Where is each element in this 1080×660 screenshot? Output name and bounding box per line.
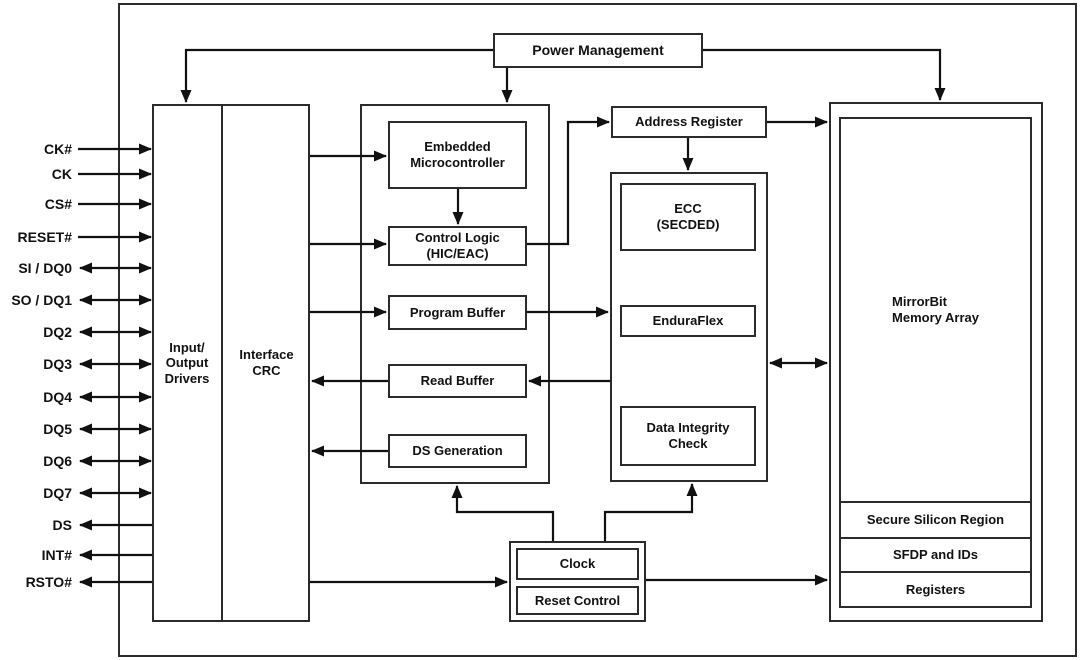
block-registers-label: Registers xyxy=(905,581,966,597)
pin-label-dq6: DQ6 xyxy=(43,453,72,469)
block-io-interface xyxy=(152,104,310,622)
block-interface-crc: Interface CRC xyxy=(223,104,310,622)
block-program-buffer: Program Buffer xyxy=(388,295,527,330)
pin-label-dq3: DQ3 xyxy=(43,356,72,372)
pin-label-int-hash: INT# xyxy=(41,547,72,563)
pin-label-cs-hash: CS# xyxy=(44,196,72,212)
block-address-register: Address Register xyxy=(611,106,767,138)
block-mirrorbit-memory-array-label: MirrorBit Memory Array xyxy=(892,294,979,325)
pin-label-ck: CK xyxy=(51,166,72,182)
block-sfdp-and-ids-label: SFDP and IDs xyxy=(892,547,978,563)
pin-label-reset-hash: RESET# xyxy=(17,229,72,245)
block-mirrorbit-memory-array: MirrorBit Memory Array xyxy=(841,119,1030,503)
block-read-buffer-label: Read Buffer xyxy=(420,373,495,389)
pin-label-dq2: DQ2 xyxy=(43,324,72,340)
block-data-integrity-check-label: Data Integrity Check xyxy=(646,420,730,451)
pin-label-dq7: DQ7 xyxy=(43,485,72,501)
block-interface-crc-label: Interface CRC xyxy=(239,347,294,378)
block-io-drivers: Input/ Output Drivers xyxy=(152,104,222,622)
block-ecc-label: ECC (SECDED) xyxy=(656,201,720,232)
block-ds-generation-label: DS Generation xyxy=(412,443,503,459)
block-control-logic-label: Control Logic (HIC/EAC) xyxy=(415,230,500,261)
block-embedded-microcontroller-label: Embedded Microcontroller xyxy=(410,139,505,170)
pin-label-rsto-hash: RSTO# xyxy=(25,574,72,590)
pin-label-si-dq0: SI / DQ0 xyxy=(18,260,72,276)
pin-label-dq4: DQ4 xyxy=(43,389,72,405)
block-enduraflex: EnduraFlex xyxy=(620,305,756,337)
block-secure-silicon-region-label: Secure Silicon Region xyxy=(866,512,1005,528)
block-control-logic: Control Logic (HIC/EAC) xyxy=(388,226,527,266)
block-power-management: Power Management xyxy=(493,33,703,68)
block-ecc: ECC (SECDED) xyxy=(620,183,756,251)
block-program-buffer-label: Program Buffer xyxy=(409,304,506,320)
block-io-drivers-label: Input/ Output Drivers xyxy=(164,339,210,386)
block-clock: Clock xyxy=(516,548,639,580)
pin-label-ck-hash: CK# xyxy=(43,141,72,157)
block-reset-control-label: Reset Control xyxy=(534,592,621,608)
io-interface-divider xyxy=(221,104,223,622)
block-power-management-label: Power Management xyxy=(532,42,664,59)
block-embedded-microcontroller: Embedded Microcontroller xyxy=(388,121,527,189)
block-enduraflex-label: EnduraFlex xyxy=(652,313,724,329)
block-clock-label: Clock xyxy=(559,556,596,572)
pin-label-dq5: DQ5 xyxy=(43,421,72,437)
block-address-register-label: Address Register xyxy=(635,114,743,130)
block-reset-control: Reset Control xyxy=(516,586,639,615)
block-ds-generation: DS Generation xyxy=(388,434,527,468)
block-registers: Registers xyxy=(841,573,1030,606)
block-secure-silicon-region: Secure Silicon Region xyxy=(841,503,1030,539)
pin-label-so-dq1: SO / DQ1 xyxy=(11,292,72,308)
block-read-buffer: Read Buffer xyxy=(388,364,527,398)
memory-rowstack: MirrorBit Memory Array Secure Silicon Re… xyxy=(839,117,1032,608)
pin-label-ds: DS xyxy=(52,517,72,533)
block-sfdp-and-ids: SFDP and IDs xyxy=(841,539,1030,573)
block-data-integrity-check: Data Integrity Check xyxy=(620,406,756,466)
